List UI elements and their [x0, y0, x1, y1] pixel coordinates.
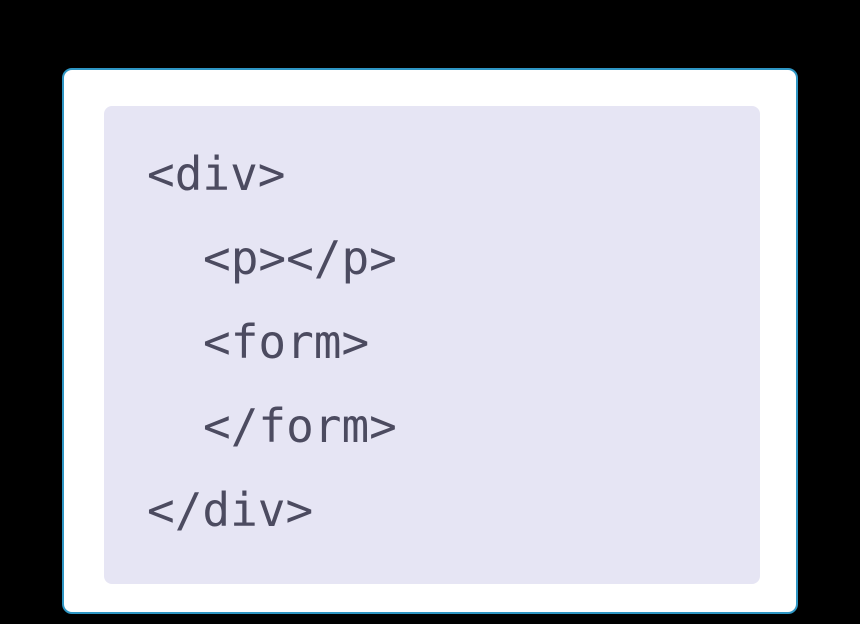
code-line-div-close: </div> — [147, 483, 314, 537]
code-line-form-close: </form> — [203, 399, 397, 453]
code-card: <div> <p></p> <form> </form> </div> — [62, 68, 798, 614]
code-snippet-block: <div> <p></p> <form> </form> </div> — [104, 106, 760, 584]
code-line-p: <p></p> — [203, 231, 397, 285]
code-line-form-open: <form> — [203, 315, 370, 369]
code-line-div-open: <div> — [147, 147, 286, 201]
